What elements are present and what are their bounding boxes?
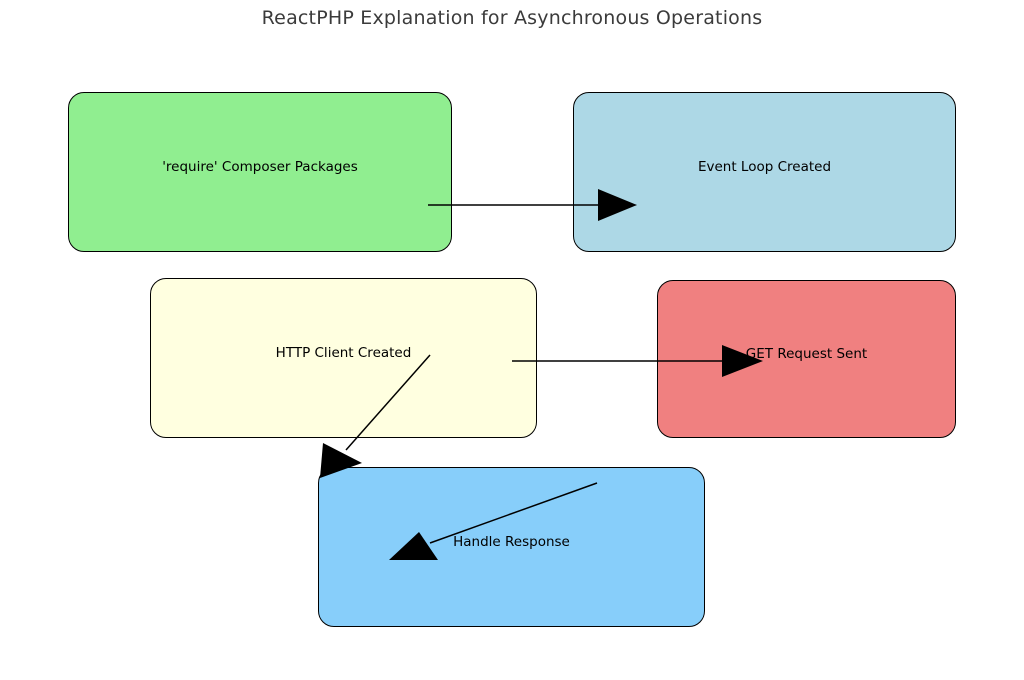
node-event-loop-created-label: Event Loop Created <box>697 159 832 175</box>
node-event-loop-created: Event Loop Created <box>573 92 956 252</box>
node-http-client-created: HTTP Client Created <box>150 278 537 438</box>
diagram-title: ReactPHP Explanation for Asynchronous Op… <box>261 7 763 29</box>
node-handle-response-label: Handle Response <box>453 534 570 550</box>
node-require-composer-packages-label: 'require' Composer Packages <box>162 159 358 175</box>
node-handle-response: Handle Response <box>318 467 705 627</box>
node-get-request-sent-label: GET Request Sent <box>745 346 868 362</box>
node-get-request-sent: GET Request Sent <box>657 280 956 438</box>
node-http-client-created-label: HTTP Client Created <box>275 345 412 361</box>
node-require-composer-packages: 'require' Composer Packages <box>68 92 452 252</box>
